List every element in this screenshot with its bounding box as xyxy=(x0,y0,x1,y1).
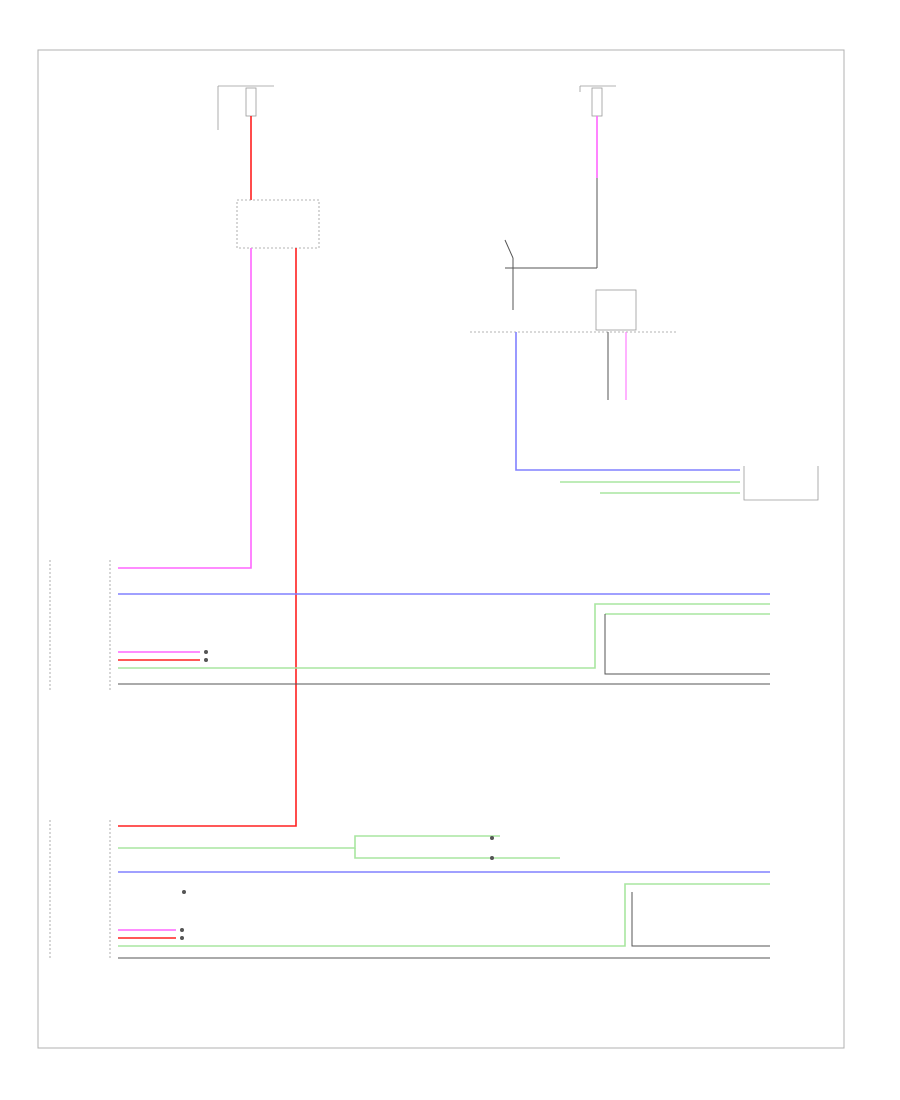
wire-blue-switch xyxy=(515,332,740,471)
connector-dot-right-1 xyxy=(180,928,184,932)
wire-red-right-door xyxy=(118,248,297,827)
switch xyxy=(504,239,514,310)
wire-gray-right-door-2 xyxy=(631,892,770,947)
connector-dot-left-1 xyxy=(204,650,208,654)
fuse-top-right xyxy=(579,85,616,117)
left-door-module xyxy=(49,560,111,690)
fuse-top-left xyxy=(217,85,274,130)
connector-dot-right-3 xyxy=(182,890,186,894)
module-left xyxy=(236,199,320,249)
wire-green-right-door-1 xyxy=(118,835,500,849)
wire-green-left xyxy=(118,603,770,669)
wire-green-right-door-3 xyxy=(118,883,770,947)
module-right xyxy=(470,289,676,333)
connector-right-top xyxy=(743,466,819,501)
connector-dot-right-5 xyxy=(490,856,494,860)
wire-pink-left xyxy=(118,248,252,569)
connector-dot-right-4 xyxy=(490,836,494,840)
connector-dot-right-2 xyxy=(180,936,184,940)
diagram-frame xyxy=(37,49,845,1049)
wire-green-right-door-2 xyxy=(354,848,560,859)
wire-gray-left-2 xyxy=(604,614,770,675)
connector-dot-left-2 xyxy=(204,658,208,662)
right-door-module xyxy=(49,820,111,960)
